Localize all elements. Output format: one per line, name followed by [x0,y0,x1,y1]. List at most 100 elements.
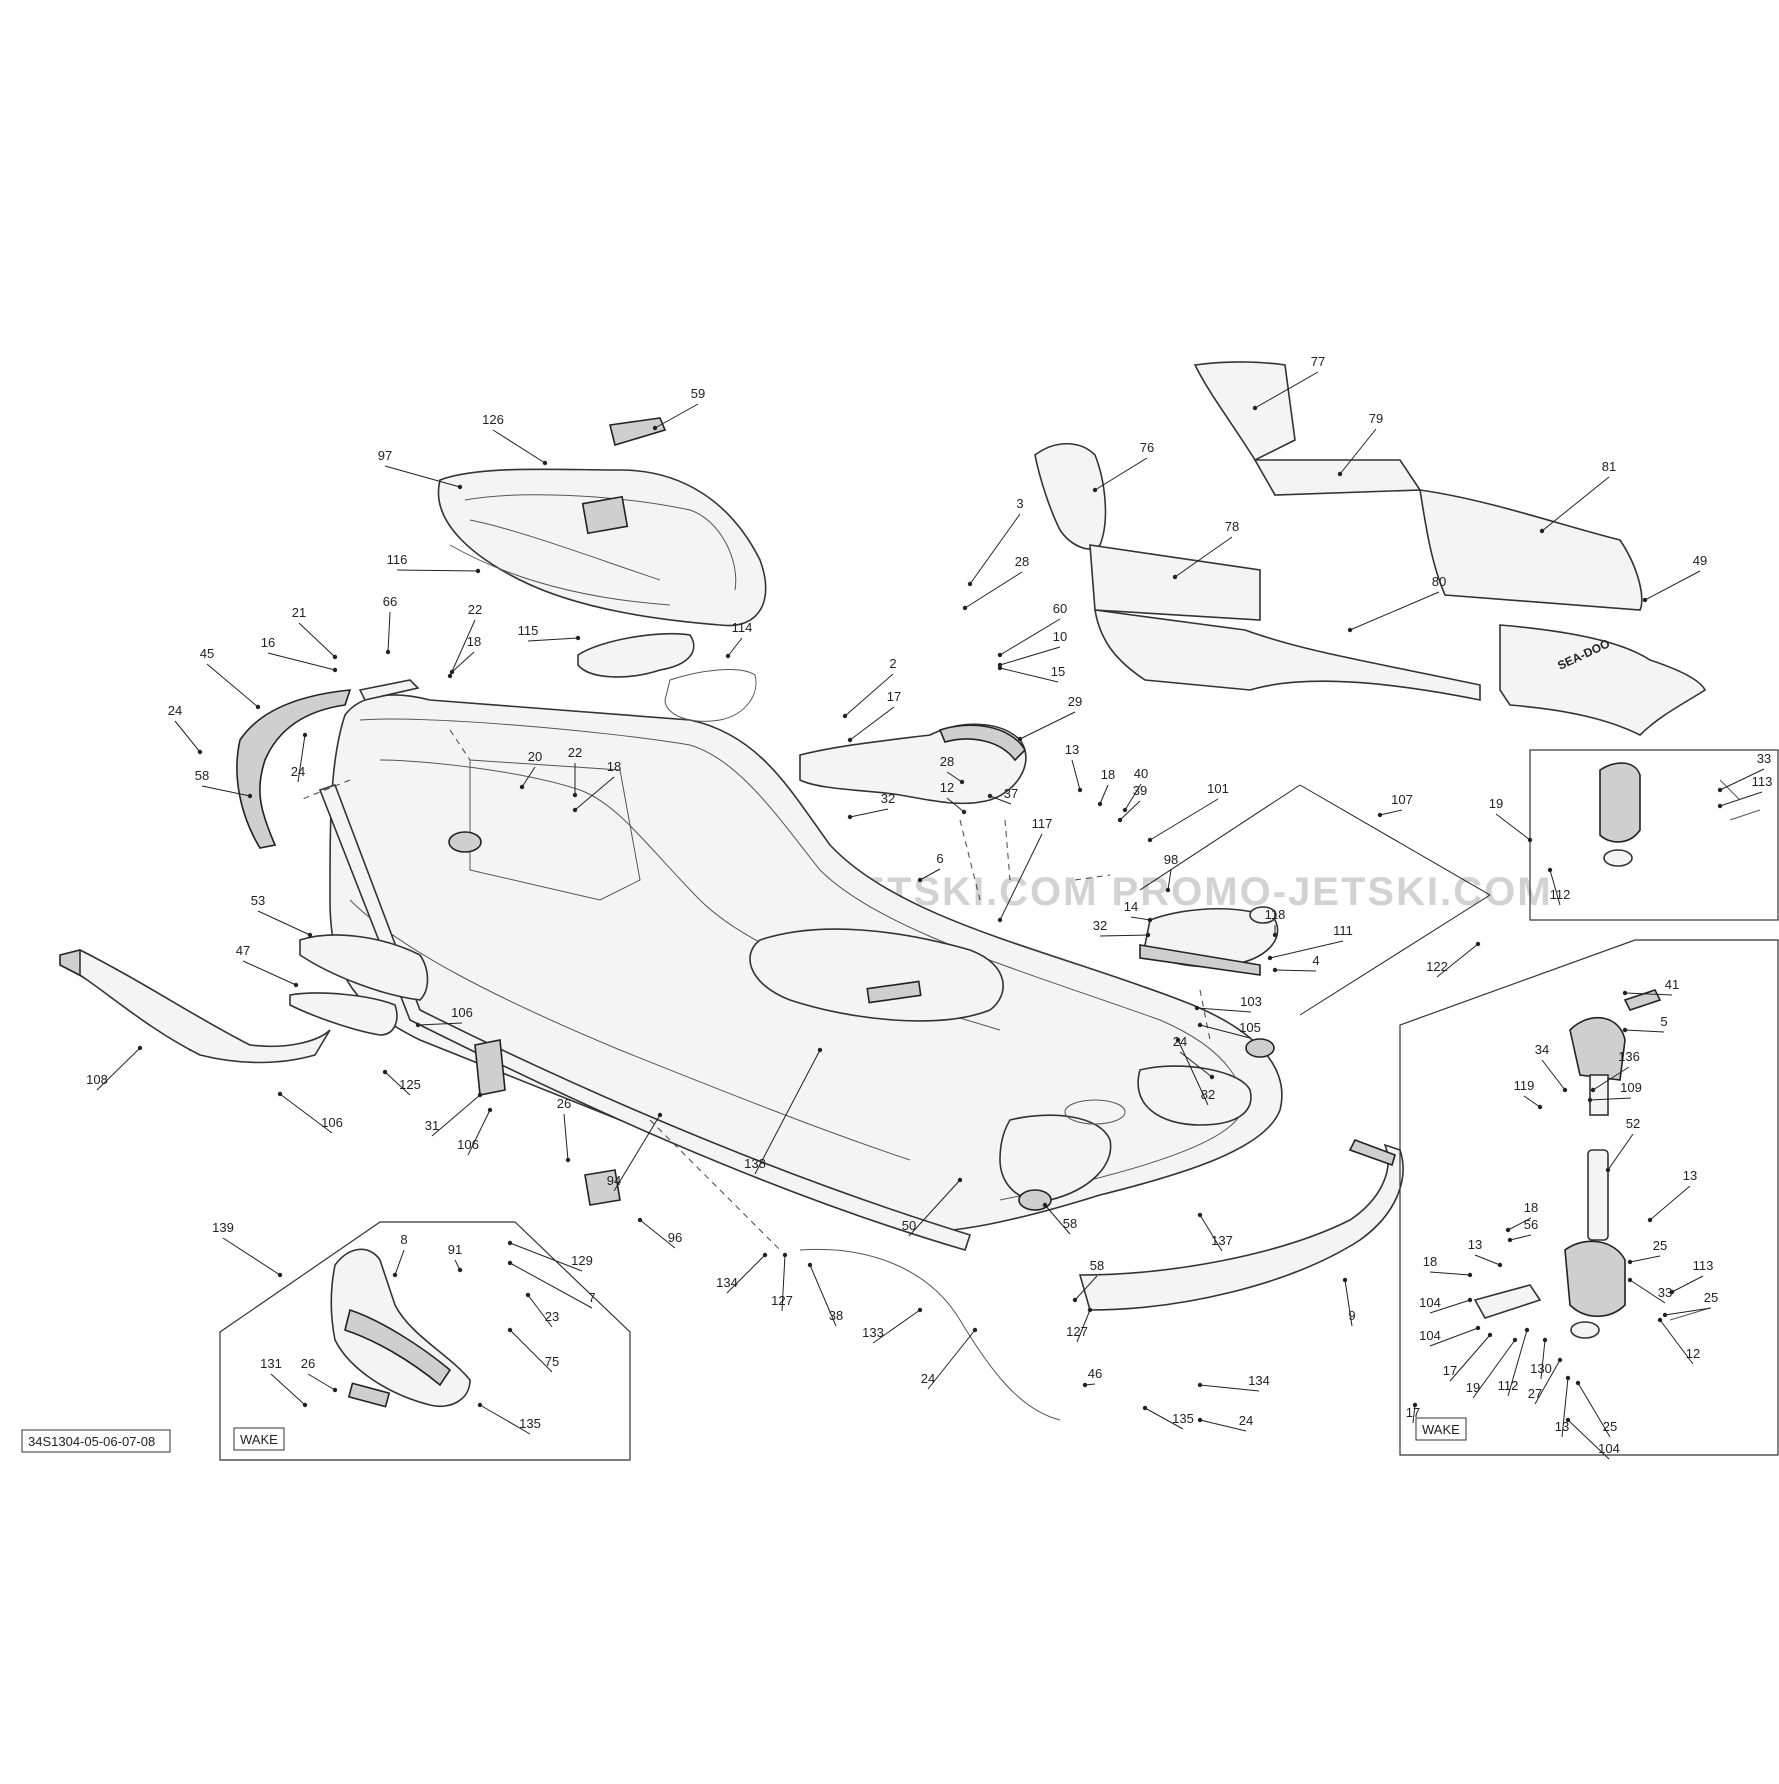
mat-kit: SEA-DOO [1034,361,1707,736]
callout-target [1252,405,1258,411]
callout-target [1017,736,1023,742]
inset-box-right-top [1529,749,1779,921]
callout-leader [999,618,1061,656]
callout-label: 103 [1240,994,1262,1009]
callout-label: 117 [1032,816,1053,831]
callout-target [957,1177,963,1183]
callout-label: 13 [1555,1419,1569,1434]
wake-tag-box-left [233,1427,285,1451]
callout-target [575,635,581,641]
callout-target [917,1307,923,1313]
callout-target [1147,837,1153,843]
callout-label: 111 [1333,923,1353,938]
callout-target [525,1292,531,1298]
callout-label: 113 [1693,1258,1714,1273]
callout-label: 18 [467,634,481,649]
callout-target [332,1387,338,1393]
callout-leader [1534,1359,1561,1405]
drawing-code-box [21,1429,171,1453]
callout-leader [1199,1024,1251,1039]
callout-target [449,669,455,675]
callout-label: 135 [1172,1411,1194,1426]
callout-target [1527,837,1533,843]
callout-leader [1507,1217,1532,1231]
callout-leader [639,1219,676,1249]
callout-target [477,1092,483,1098]
callout-target [1622,1027,1628,1033]
callout-target [987,793,993,799]
callout-label: 31 [425,1118,439,1133]
callout-leader [1076,1309,1091,1343]
callout-label: 24 [1173,1034,1187,1049]
callout-leader [527,637,579,642]
callout-leader [527,1294,553,1328]
callout-label: 29 [1068,694,1082,709]
callout-leader [298,622,336,658]
callout-target [255,704,261,710]
callout-leader [1379,809,1403,816]
callout-target [1267,955,1273,961]
callout-leader [727,637,743,657]
callout-leader [563,1113,569,1161]
callout-label: 136 [1618,1049,1640,1064]
callout-label: 109 [1620,1080,1642,1095]
callout-leader [1561,1377,1569,1438]
callout-label: 37 [1004,786,1018,801]
callout-leader [1523,1095,1541,1108]
callout-label: 4 [1312,953,1319,968]
callout-target [293,982,299,988]
callout-target [385,649,391,655]
callout-target [1590,1087,1596,1093]
callout-label: 18 [1423,1254,1437,1269]
callout-leader [999,833,1043,921]
callout-label: 9 [1348,1308,1355,1323]
callout-leader [1436,943,1479,978]
callout-label: 33 [1757,751,1771,766]
callout-label: 113 [1752,774,1773,789]
callout-leader [1119,800,1141,821]
callout-leader [964,571,1023,609]
callout-label: 25 [1603,1419,1617,1434]
callout-leader [267,652,336,671]
callout-label: 25 [1704,1290,1718,1305]
callout-label: 13 [1683,1168,1697,1183]
callout-leader [844,673,894,717]
callout-label: 126 [482,412,504,427]
callout-label: 76 [1140,440,1154,455]
callout-leader [1540,1339,1546,1380]
callout-target [457,1267,463,1273]
callout-leader [1199,1214,1223,1252]
inset-box-right-bottom [1399,939,1779,1456]
callout-label: 12 [1686,1346,1700,1361]
callout-label: 24 [291,764,305,779]
callout-target [997,652,1003,658]
callout-leader [1664,1307,1712,1316]
callout-label: 26 [557,1096,571,1111]
callout-target [1122,807,1128,813]
callout-label: 18 [1524,1200,1538,1215]
callout-target [1117,817,1123,823]
callout-target [1524,1327,1530,1333]
callout-label: 106 [451,1005,473,1020]
callout-label: 8 [400,1232,407,1247]
callout-target [1467,1272,1473,1278]
callout-leader [1094,457,1148,491]
step-assembly [330,1248,471,1408]
callout-target [415,1022,421,1028]
seal-114 [664,669,757,722]
callout-target [475,568,481,574]
wake-tag-box-right [1415,1417,1467,1441]
callout-label: 49 [1693,553,1707,568]
callout-target [782,1252,788,1258]
callout-leader [754,1049,821,1175]
callout-label: 104 [1419,1328,1441,1343]
callout-label: 12 [940,780,954,795]
callout-target [507,1327,513,1333]
callout-leader [1541,476,1610,532]
callout-leader [613,1114,661,1192]
callout-target [652,425,658,431]
callout-target [1622,990,1628,996]
callout-label: 5 [1660,1014,1667,1029]
callout-label: 79 [1369,411,1383,426]
callout-target [807,1262,813,1268]
